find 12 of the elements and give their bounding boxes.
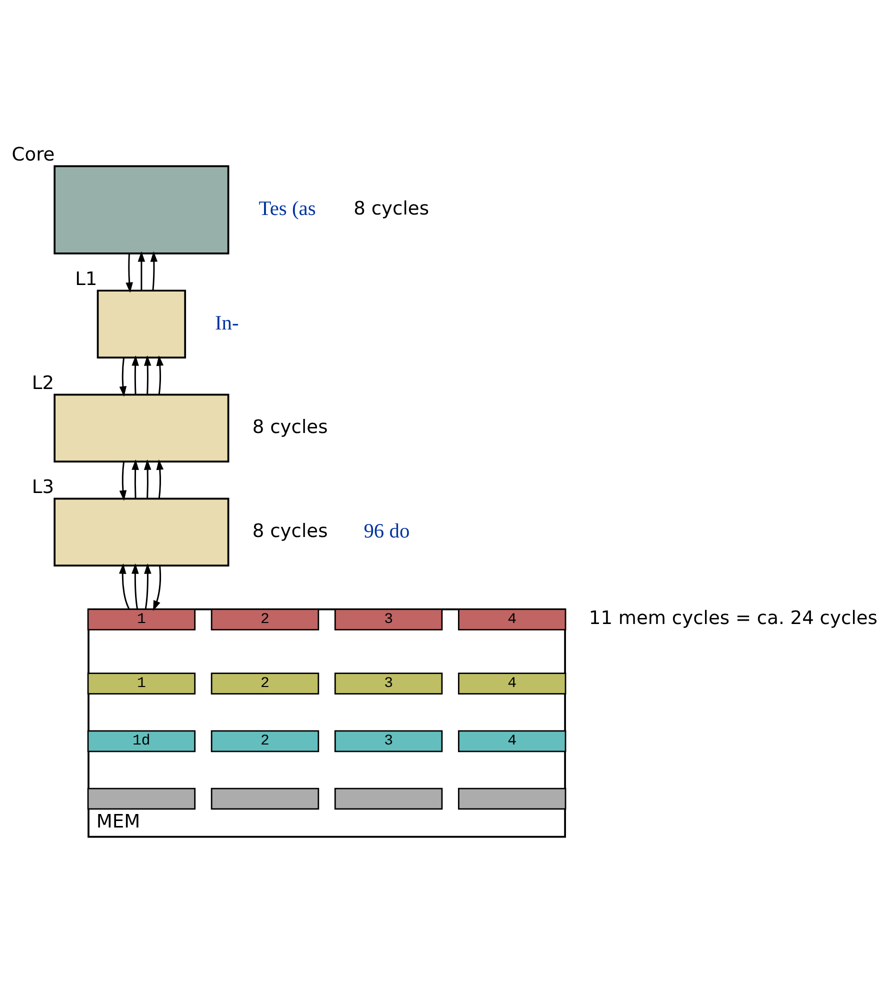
- label: 8 cycles: [252, 416, 328, 438]
- node-label: L1: [75, 268, 98, 290]
- label: 8 cycles: [252, 520, 328, 542]
- label: In-: [215, 312, 239, 334]
- node-label: L3: [32, 476, 54, 498]
- node-label: Core: [12, 144, 55, 166]
- node-label: L2: [32, 372, 54, 394]
- node-label: MEM: [96, 811, 140, 832]
- label: 96 do: [364, 520, 410, 542]
- label: Tes (as: [258, 198, 316, 220]
- label: 11 mem cycles = ca. 24 cycles: [588, 608, 878, 629]
- label: 8 cycles: [354, 198, 430, 219]
